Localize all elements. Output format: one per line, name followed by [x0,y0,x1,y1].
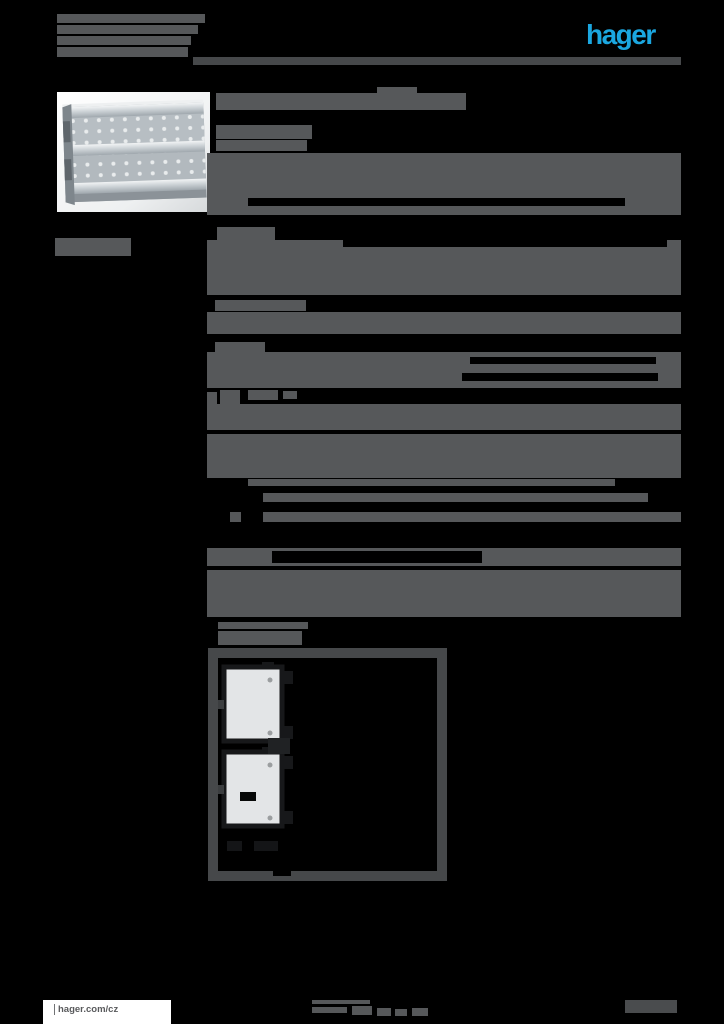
redacted-text-block [216,140,307,151]
redacted-text-block [470,357,656,364]
redacted-text-block [273,870,291,876]
footer-site-link[interactable]: hager.com/cz [54,1004,118,1016]
redacted-text-block [57,47,188,57]
redacted-text-block [55,238,131,256]
footer-site-box: hager.com/cz [43,1000,171,1024]
redacted-text-block [218,631,302,645]
redacted-text-block [395,1009,407,1016]
redacted-text-block [57,14,205,23]
redacted-text-block [248,390,278,400]
redacted-text-block [218,622,308,629]
redacted-text-block [207,570,681,617]
redacted-text-block [343,240,667,247]
redacted-text-block [377,87,417,94]
redacted-text-block [57,25,198,34]
redacted-text-block [207,240,681,295]
redacted-text-block [220,390,240,405]
redacted-text-block [248,198,625,206]
redacted-text-block [207,404,681,430]
redacted-text-block [625,1000,677,1013]
redacted-text-block [352,1006,372,1015]
redacted-text-block [207,434,681,478]
redacted-text-block [207,392,217,405]
redacted-text-block [312,1007,347,1013]
redacted-text-block [263,493,648,502]
redacted-text-block [215,300,306,311]
redacted-text-block [207,312,681,334]
redacted-text-block [216,93,466,110]
redacted-text-block [217,227,275,240]
redacted-text-block [193,57,681,65]
hager-logo: hager [586,19,656,50]
redacted-text-block [412,1008,428,1016]
redacted-text-block [230,512,241,522]
redacted-text-block [263,512,681,522]
redacted-text-block [283,391,297,399]
redacted-text-block [57,36,191,45]
cross-section-diagram [218,662,293,851]
dimension-diagram-frame [208,648,447,881]
redacted-text-block [377,1008,391,1016]
redacted-text-block [216,125,312,139]
redacted-text-block [215,342,265,352]
product-photo-image [57,92,210,212]
product-photo [57,92,210,212]
redacted-text-block [462,373,658,381]
redacted-text-block [272,551,482,563]
redacted-text-block [248,479,615,486]
redacted-text-block [312,1000,370,1004]
